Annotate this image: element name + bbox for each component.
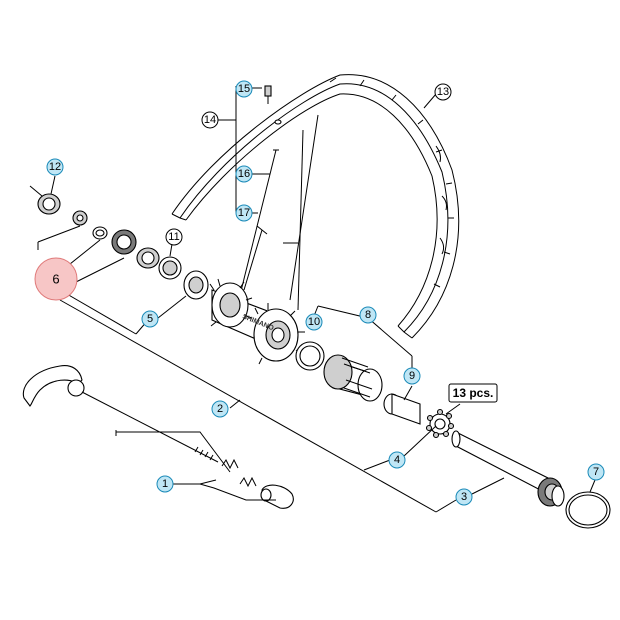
svg-text:2: 2 xyxy=(217,403,223,415)
svg-text:6: 6 xyxy=(52,272,59,287)
svg-text:13: 13 xyxy=(437,86,449,98)
hub-body: SHIMANO xyxy=(183,270,305,365)
callout-9[interactable]: 9 xyxy=(403,367,421,385)
freehub-parts xyxy=(295,305,413,402)
callout-6[interactable]: 6 xyxy=(34,257,78,301)
axle xyxy=(383,393,611,529)
quantity-note: 13 pcs. xyxy=(448,383,498,403)
callout-3[interactable]: 3 xyxy=(455,488,473,506)
svg-text:1: 1 xyxy=(162,478,168,490)
callout-8[interactable]: 8 xyxy=(359,306,377,324)
callout-13[interactable]: 13 xyxy=(434,83,452,101)
leader-lines xyxy=(59,93,505,513)
svg-text:16: 16 xyxy=(238,168,250,180)
callout-14[interactable]: 14 xyxy=(201,111,219,129)
svg-text:11: 11 xyxy=(168,231,179,243)
svg-text:3: 3 xyxy=(461,491,467,503)
callout-2[interactable]: 2 xyxy=(211,400,229,418)
svg-text:7: 7 xyxy=(593,466,599,478)
left-hub-parts xyxy=(29,175,182,291)
spokes xyxy=(218,85,319,311)
svg-text:12: 12 xyxy=(49,161,61,173)
pawl-spring-star xyxy=(425,408,455,439)
quick-release xyxy=(22,365,294,509)
callout-10[interactable]: 10 xyxy=(305,313,323,331)
svg-text:9: 9 xyxy=(409,370,415,382)
rim xyxy=(171,74,460,339)
svg-text:8: 8 xyxy=(365,309,371,321)
callout-5[interactable]: 5 xyxy=(141,310,159,328)
svg-text:4: 4 xyxy=(394,454,400,466)
quantity-note-text: 13 pcs. xyxy=(453,386,494,400)
callout-4[interactable]: 4 xyxy=(388,451,406,469)
svg-text:5: 5 xyxy=(147,313,153,325)
svg-text:10: 10 xyxy=(308,316,320,328)
svg-text:17: 17 xyxy=(238,207,250,219)
callout-17[interactable]: 17 xyxy=(235,204,253,222)
callout-15[interactable]: 15 xyxy=(235,80,253,98)
callout-11[interactable]: 11 xyxy=(165,228,183,246)
callout-1[interactable]: 1 xyxy=(156,475,174,493)
callout-16[interactable]: 16 xyxy=(235,165,253,183)
callout-12[interactable]: 12 xyxy=(46,158,64,176)
svg-text:14: 14 xyxy=(204,114,216,126)
callout-7[interactable]: 7 xyxy=(587,463,605,481)
spoke-nipple xyxy=(264,85,272,97)
svg-text:15: 15 xyxy=(238,83,250,95)
